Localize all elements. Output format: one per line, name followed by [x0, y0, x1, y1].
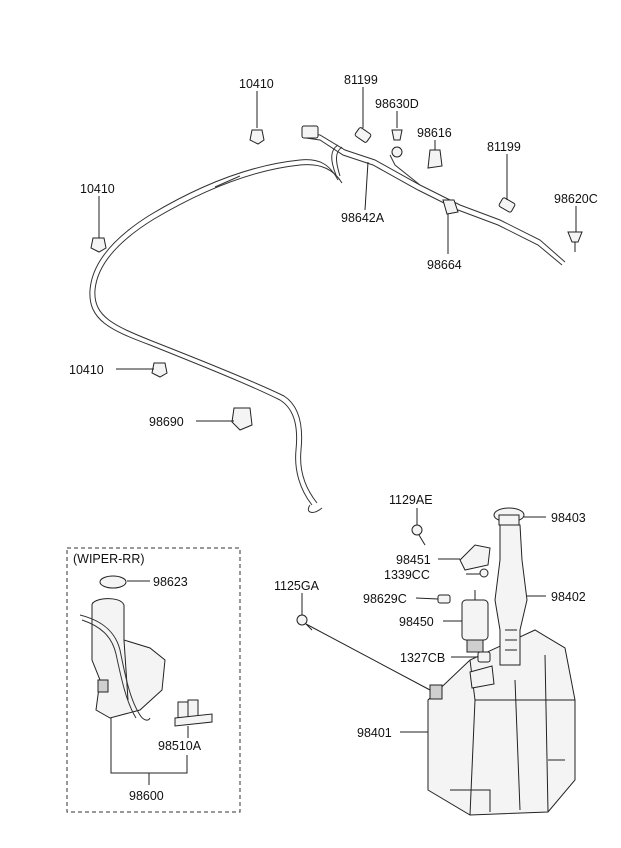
inset-reservoir-icon [79, 598, 166, 721]
label-98600: 98600 [129, 789, 164, 803]
clip-10410-left-icon [90, 237, 107, 253]
label-98664: 98664 [427, 258, 462, 272]
label-98616: 98616 [417, 126, 452, 140]
bolt-1129AE-icon [411, 524, 426, 546]
label-98629C: 98629C [363, 592, 407, 606]
clamp-98629C-icon [437, 594, 451, 604]
label-10410-mid: 10410 [69, 363, 104, 377]
label-10410-left: 10410 [80, 182, 115, 196]
label-1327CB: 1327CB [400, 651, 445, 665]
label-98630D: 98630D [375, 97, 419, 111]
clip-10410-mid-icon [151, 362, 168, 378]
clip-98690-icon [231, 407, 253, 431]
label-98510A: 98510A [158, 739, 202, 753]
bolt-1125GA-icon [296, 614, 313, 631]
inset-pump-98510A-icon [174, 699, 213, 727]
connector-81199-b-icon [498, 197, 516, 213]
pump-motor-98450-icon [461, 590, 489, 653]
label-1125GA: 1125GA [274, 579, 320, 593]
washer-hose-main [89, 159, 343, 513]
leader-lines [98, 87, 577, 733]
label-98402: 98402 [551, 590, 586, 604]
inset-cap-98623-icon [99, 575, 127, 589]
label-98690: 98690 [149, 415, 184, 429]
inset-wiper-rr: (WIPER-RR) 98623 98510A 98600 [66, 547, 241, 813]
tee-98664-icon [442, 199, 459, 215]
label-98642A: 98642A [341, 211, 385, 225]
label-81199-b: 81199 [487, 140, 521, 154]
label-98620C: 98620C [554, 192, 598, 206]
grommet-1327CB-icon [477, 651, 491, 663]
label-98451: 98451 [396, 553, 431, 567]
label-98403: 98403 [551, 511, 586, 525]
label-81199-a: 81199 [344, 73, 378, 87]
label-98623: 98623 [153, 575, 188, 589]
grommet-98620C-icon [567, 231, 583, 252]
filler-neck-98402-icon [494, 524, 528, 666]
inset-title: (WIPER-RR) [73, 552, 145, 566]
label-1129AE: 1129AE [389, 493, 433, 507]
connector-81199-a-icon [354, 127, 372, 143]
bracket-98616-icon [427, 149, 443, 169]
washer-hose-right [303, 132, 566, 266]
bracket-98451-icon [459, 544, 491, 571]
label-1339CC: 1339CC [384, 568, 430, 582]
label-10410-top: 10410 [239, 77, 274, 91]
label-98401: 98401 [357, 726, 392, 740]
label-98450: 98450 [399, 615, 434, 629]
nozzle-connector-icon [301, 125, 319, 139]
grommet-98630D-icon [391, 129, 403, 158]
nut-1339CC-icon [479, 568, 489, 578]
filler-cap-98403-icon [493, 507, 525, 526]
